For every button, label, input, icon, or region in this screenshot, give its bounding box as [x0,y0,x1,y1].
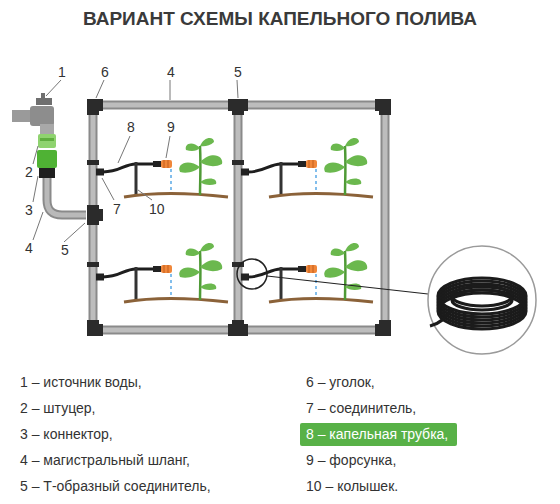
callout-number: 8 [126,119,136,135]
callout-number: 5 [233,64,243,80]
callout-number: 4 [166,64,176,80]
callout-number: 4 [24,240,34,256]
callout-number: 10 [148,201,166,217]
parts-list-item: 1 – источник воды, [20,374,142,390]
parts-list-item: 6 – уголок, [306,374,375,390]
parts-list-item: 9 – форсунка, [306,452,396,468]
callout-number: 7 [112,201,122,217]
callout-number: 9 [166,119,176,135]
callout-number: 3 [24,202,34,218]
diagram-title: ВАРИАНТ СХЕМЫ КАПЕЛЬНОГО ПОЛИВА [0,8,560,30]
parts-list-item: 3 – коннектор, [20,426,113,442]
parts-list-item: 7 – соединитель, [306,400,416,416]
callout-number: 5 [60,242,70,258]
callout-number: 2 [24,164,34,180]
highlight-text: 8 – капельная трубка, [306,426,451,442]
highlight-box: 8 – капельная трубка, [300,423,457,446]
parts-list-item: 5 – Т-образный соединитель, [20,478,211,494]
parts-list-item: 10 – колышек. [306,478,398,494]
callout-number: 6 [100,64,110,80]
parts-list-item: 4 – магистральный шланг, [20,452,190,468]
callout-number: 1 [57,64,67,80]
parts-list-item: 2 – штуцер, [20,400,95,416]
